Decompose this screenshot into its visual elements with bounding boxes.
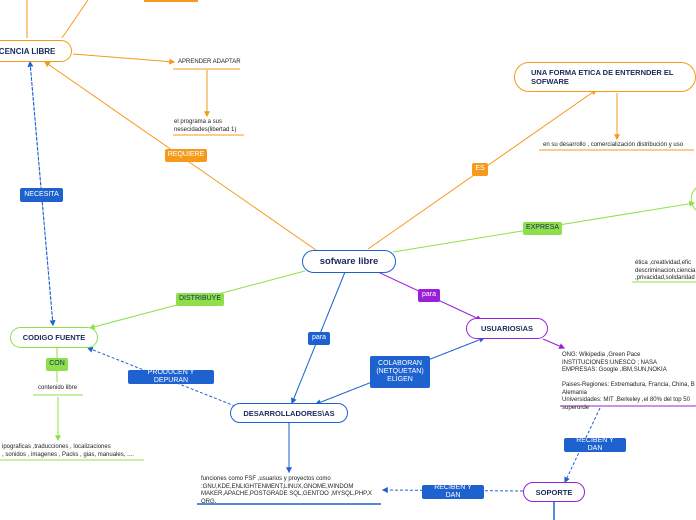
node-etica-label: UNA FORMA ETICA DE ENTERNDER EL SOFWARE [531,68,674,86]
tag-para-left[interactable]: para [308,332,330,345]
text-contenido: contenido libre [38,385,78,391]
tag-necesita-label: NECESITA [24,190,59,198]
node-usuarios[interactable]: USUARIOS\AS [466,318,548,339]
node-desarrolladores-label: DESARROLLADORES\AS [243,408,335,418]
central-topic-label: sofware libre [319,256,379,267]
node-codigo-fuente[interactable]: CODIGO FUENTE [10,327,98,348]
text-programa: el programa a sus nesecidades(libertad 1… [174,119,237,133]
node-etica[interactable]: UNA FORMA ETICA DE ENTERNDER EL SOFWARE [514,62,696,92]
text-tipograficas: ipograficas ,traducciones , localizacion… [2,444,134,458]
tag-para-right[interactable]: para [418,289,440,302]
node-licencia-libre[interactable]: ICENCIA LIBRE [0,40,72,62]
edge-licencia-top [26,0,198,39]
tag-es-label: ES [475,165,485,173]
node-usuarios-label: USUARIOS\AS [480,324,534,333]
tag-requiere-label: REQUIERE [167,151,205,159]
tag-es[interactable]: ES [472,163,488,176]
node-codigo-fuente-label: CODIGO FUENTE [22,333,86,342]
node-desarrolladores[interactable]: DESARROLLADORES\AS [230,403,348,423]
text-funciones: funciones como FSF ,usuarios y proyectos… [201,476,373,505]
tag-con[interactable]: CON [46,358,68,371]
tag-expresa-label: EXPRESA [525,224,560,232]
edge-usuarios-soporte [553,407,601,520]
tag-reciben-bottom-label: RECIBEN Y DAN [434,483,472,499]
tag-distribuye-label: DISTRIBUYE [179,295,222,303]
text-desarrollo: en su desarrollo , comercialización dist… [543,142,684,148]
text-etica-values: ética ,creatividad,efic descriminacion,c… [635,260,696,281]
tag-distribuye[interactable]: DISTRIBUYE [176,293,224,306]
text-usuarios-info: ONG: Wikipedia ,Green Pace INSTITUCIONES… [562,352,695,411]
tag-producen[interactable]: PRODUCEN Y DEPURAN [128,368,214,384]
tag-colaboran-label: COLABORAN (NETQUETAN) ELIGEN [376,359,424,384]
tag-reciben-top-label: RECIBEN Y DAN [576,436,614,452]
tag-con-label: CON [49,360,65,368]
offscreen-node-fragment [144,0,198,2]
tag-colaboran[interactable]: COLABORAN (NETQUETAN) ELIGEN [370,356,430,388]
tag-reciben-bottom[interactable]: RECIBEN Y DAN [422,483,484,499]
tag-para-right-label: para [422,291,437,299]
node-soporte-label: SOPORTE [535,487,573,497]
tag-requiere[interactable]: REQUIERE [165,149,207,162]
tag-expresa[interactable]: EXPRESA [523,222,562,235]
tag-reciben-top[interactable]: RECIBEN Y DAN [564,436,626,452]
node-soporte[interactable]: SOPORTE [523,482,585,502]
tag-producen-label: PRODUCEN Y DEPURAN [147,368,195,384]
text-aprender: APRENDER ADAPTAR [178,59,241,65]
edge-licencia-aprender [72,53,244,136]
central-topic[interactable]: sofware libre [302,250,396,273]
tag-necesita[interactable]: NECESITA [20,188,63,202]
node-licencia-libre-label: ICENCIA LIBRE [0,46,56,56]
tag-para-left-label: para [312,334,327,342]
edge-desarrolladores-funciones [197,423,381,505]
